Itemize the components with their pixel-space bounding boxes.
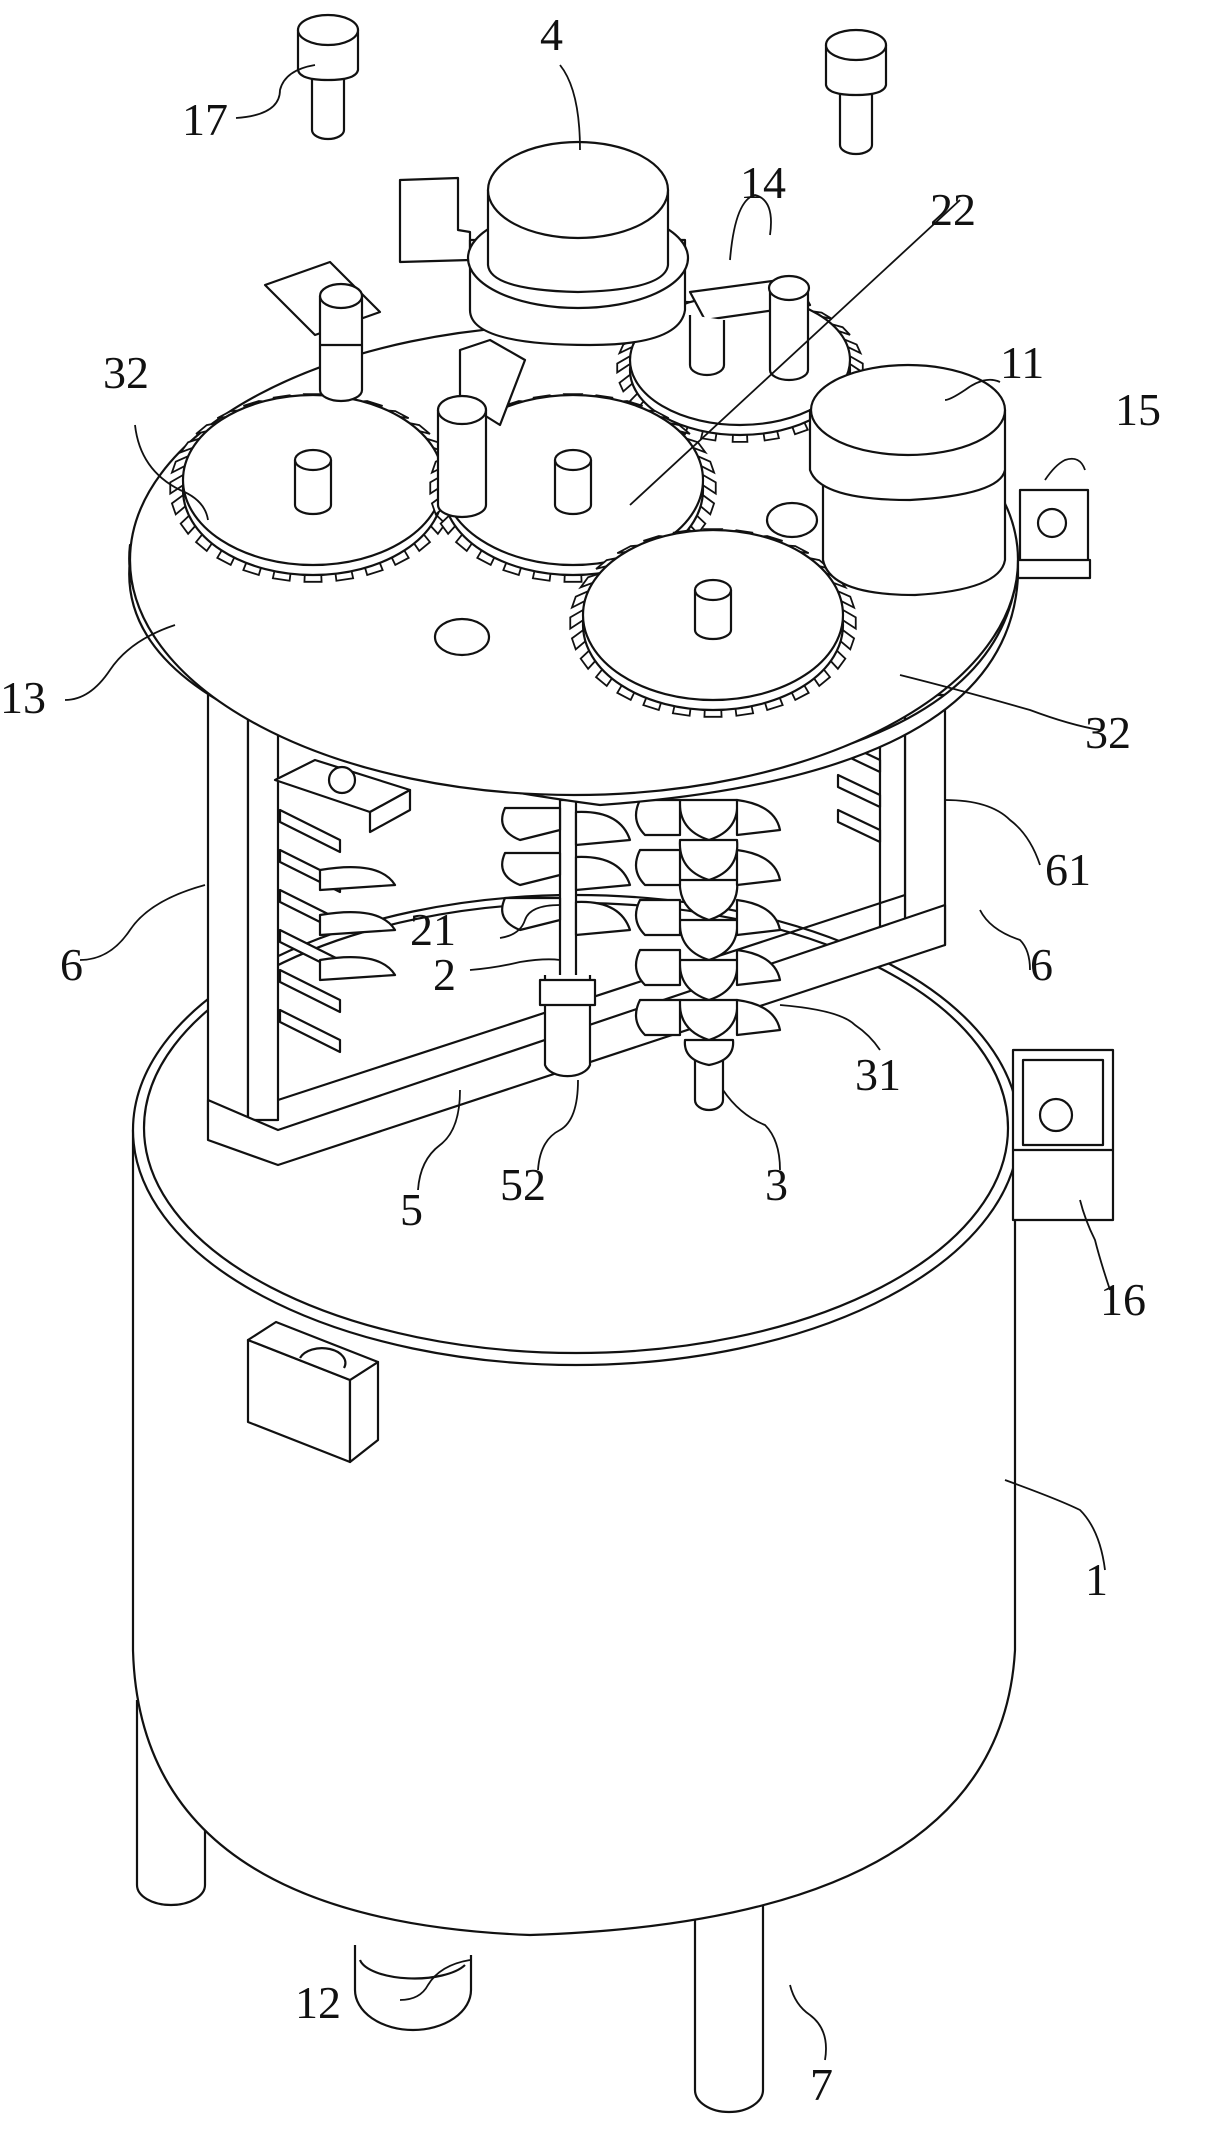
label-52: 52 — [500, 1159, 546, 1210]
support-pin-left — [296, 13, 360, 141]
frame-post-left — [206, 693, 250, 1122]
auger-shaft — [634, 798, 782, 1112]
tank-lug-16 — [1011, 1048, 1115, 1222]
label-7: 7 — [810, 2059, 833, 2110]
label-11: 11 — [1000, 337, 1044, 388]
label-21: 21 — [410, 904, 456, 955]
tank-body — [131, 893, 1115, 2114]
label-31: 31 — [855, 1049, 901, 1100]
label-6-left: 6 — [60, 939, 83, 990]
support-pin-right — [824, 28, 888, 156]
label-6-right: 6 — [1030, 939, 1053, 990]
left-auger-blades — [278, 808, 397, 1054]
discharge-valve — [353, 1945, 473, 2032]
center-shaft — [558, 798, 578, 982]
label-12: 12 — [295, 1977, 341, 2028]
label-15: 15 — [1115, 384, 1161, 435]
lid-hole — [433, 617, 491, 657]
label-17: 17 — [182, 94, 228, 145]
gear-hub — [293, 448, 333, 516]
stirring-frame — [206, 693, 947, 1167]
frame-mount-block — [273, 758, 412, 834]
gear-hub — [693, 578, 733, 641]
label-32-left: 32 — [103, 347, 149, 398]
label-61: 61 — [1045, 844, 1091, 895]
label-22: 22 — [930, 184, 976, 235]
lid-hole — [765, 501, 819, 539]
label-14: 14 — [740, 157, 786, 208]
label-2: 2 — [433, 949, 456, 1000]
label-16: 16 — [1100, 1274, 1146, 1325]
auger-blades — [634, 798, 782, 1067]
label-1: 1 — [1085, 1554, 1108, 1605]
secondary-motor-11 — [808, 363, 1007, 597]
label-5: 5 — [400, 1184, 423, 1235]
drive-motor-4 — [398, 140, 690, 427]
gear-hub — [553, 448, 593, 516]
label-3: 3 — [765, 1159, 788, 1210]
lid-post — [318, 282, 364, 403]
support-leg-right — [693, 1880, 765, 2114]
lid-lug-15 — [1016, 488, 1092, 580]
lid-post — [436, 394, 488, 519]
label-32-right: 32 — [1085, 707, 1131, 758]
leader-lines — [64, 64, 1111, 2061]
tank-lug-front — [246, 1320, 380, 1464]
label-4: 4 — [540, 9, 563, 60]
shaft-blades — [501, 806, 632, 937]
frame-post-right — [903, 693, 947, 947]
label-13: 13 — [0, 672, 46, 723]
bracket-14 — [688, 274, 812, 382]
lid-posts — [293, 282, 733, 641]
reference-labels: 17 4 14 22 11 15 32 13 32 61 6 21 2 6 31… — [0, 9, 1161, 2110]
